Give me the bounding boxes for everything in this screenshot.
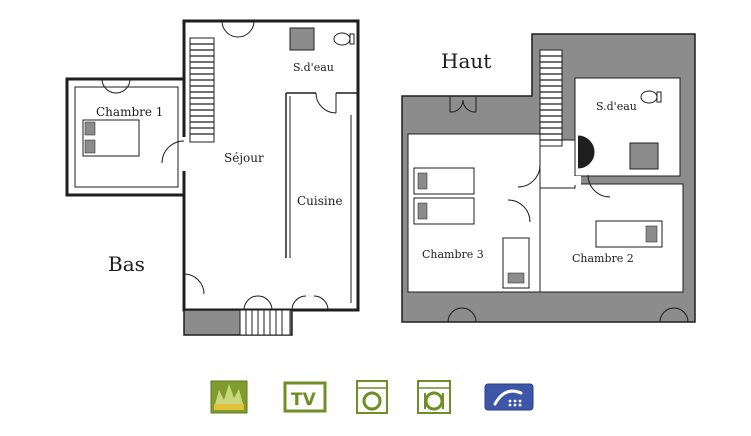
bedroom-1-inner xyxy=(74,86,179,188)
upper-shower-label: S.d'eau xyxy=(596,100,637,113)
upper-toilet xyxy=(640,90,658,104)
amenities-row: TV xyxy=(210,380,534,414)
upper-floor-label: Haut xyxy=(441,49,491,73)
bedroom-1-outline xyxy=(65,77,186,197)
ground-floor xyxy=(65,19,360,336)
tv-label: TV xyxy=(291,390,317,410)
ground-toilet xyxy=(333,32,351,46)
ground-shower-label: S.d'eau xyxy=(293,61,334,74)
garden-icon xyxy=(210,380,248,414)
bedroom-3-label: Chambre 3 xyxy=(422,248,484,261)
living-room-label: Séjour xyxy=(224,151,264,165)
upper-floor xyxy=(401,33,696,323)
ground-stairs xyxy=(189,37,215,143)
washing-machine-icon xyxy=(356,380,388,414)
kitchen-label: Cuisine xyxy=(297,194,343,208)
phone-icon xyxy=(484,383,534,411)
ground-floor-label: Bas xyxy=(108,252,145,276)
tv-icon: TV xyxy=(283,381,327,413)
dishwasher-icon xyxy=(417,380,451,414)
upper-stairs xyxy=(539,49,563,147)
bedroom-1-label: Chambre 1 xyxy=(96,105,163,119)
upper-shower-tray xyxy=(629,142,659,170)
bedroom-1-bed xyxy=(82,119,140,157)
ground-shower-tray xyxy=(289,27,315,51)
bedroom-2-label: Chambre 2 xyxy=(572,252,634,265)
